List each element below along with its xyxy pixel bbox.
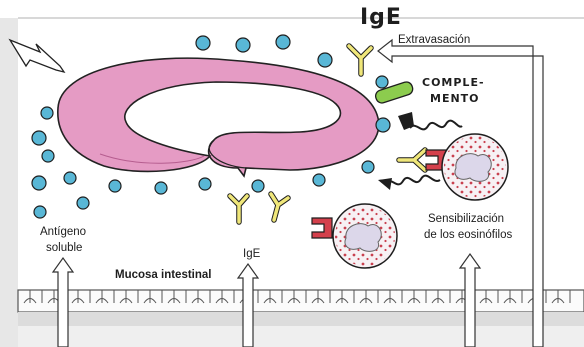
eosinophil-lower [333, 204, 397, 268]
mucosa-label: Mucosa intestinal [115, 268, 212, 282]
intestinal-mucosa [18, 290, 584, 347]
antigen-label-2: soluble [46, 241, 82, 255]
ige-bottom-label: IgE [243, 247, 260, 261]
eosinophil-upper [442, 134, 508, 200]
ige-top-label: IgE [360, 6, 402, 30]
antigen-label-1: Antígeno [40, 225, 86, 239]
extravasation-label: Extravasación [398, 33, 470, 47]
complement-label-1: COMPLE- [422, 76, 485, 90]
left-margin-shade [0, 18, 18, 347]
sensitization-label-2: de los eosinófilos [424, 228, 512, 242]
complement-label-2: MENTO [430, 92, 480, 106]
sensitization-label-1: Sensibilización [428, 212, 504, 226]
